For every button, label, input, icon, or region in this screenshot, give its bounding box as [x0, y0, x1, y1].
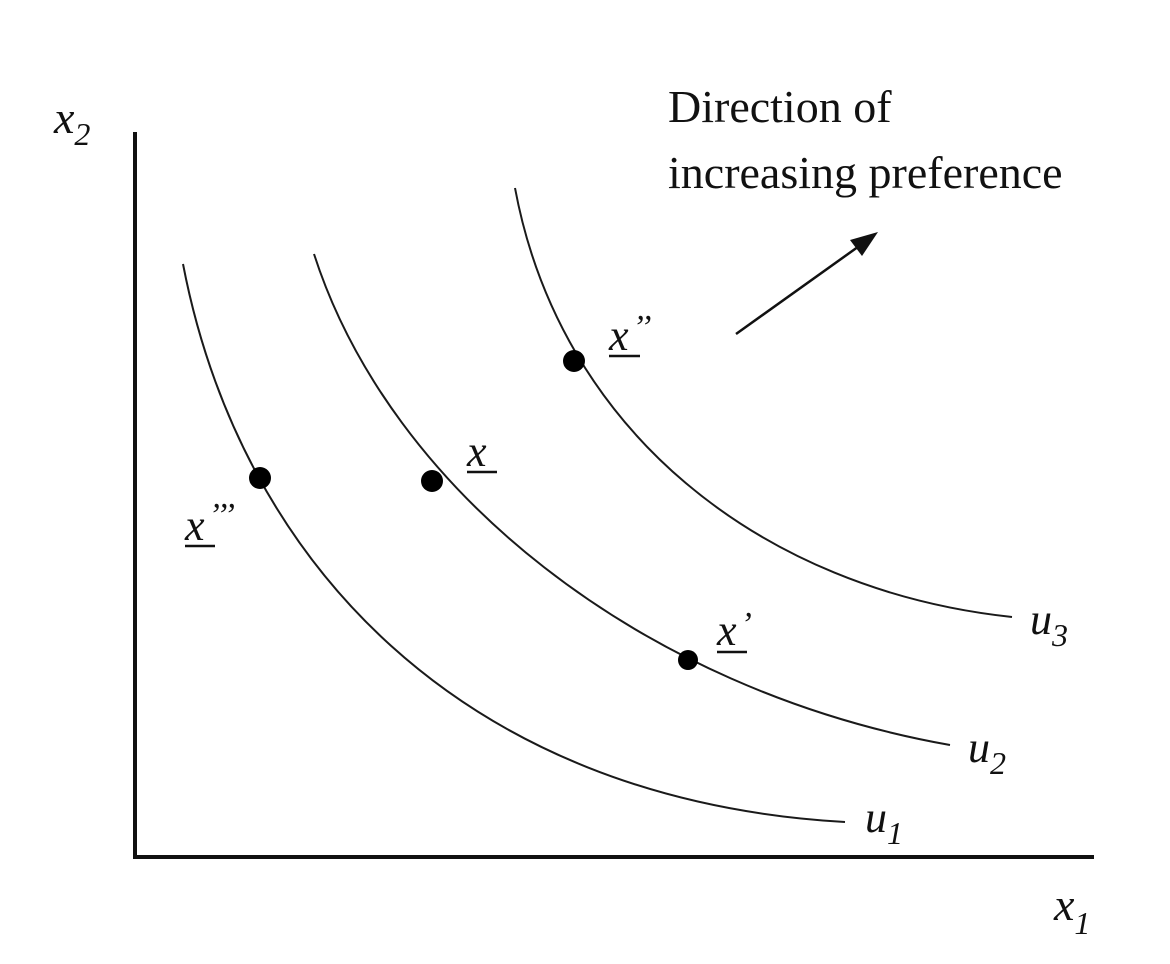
- annotation-line-1: Direction of: [668, 81, 892, 132]
- svg-text:x’’: x’’: [608, 309, 651, 360]
- curve-label-u2: u2: [968, 723, 1006, 781]
- point-label-x-triple-prime: x’’’: [184, 497, 235, 550]
- y-axis-label: x2: [53, 92, 90, 152]
- point-label-x-double-prime: x’’: [608, 309, 651, 360]
- svg-text:x’: x’: [716, 606, 752, 655]
- indifference-curve-u3: [514, 187, 1013, 618]
- annotation-line-2: increasing preference: [668, 147, 1063, 198]
- curve-label-u3: u3: [1030, 595, 1068, 653]
- arrowhead-icon: [850, 232, 878, 256]
- indifference-curve-u1: [182, 263, 846, 823]
- direction-arrow: [735, 232, 878, 336]
- svg-text:x’’’: x’’’: [184, 497, 235, 550]
- curve-label-u1: u1: [865, 793, 903, 851]
- indifference-curve-u2: [313, 253, 951, 746]
- point-x-double-prime: [563, 350, 585, 372]
- point-x: [421, 470, 443, 492]
- point-label-x-prime: x’: [716, 606, 752, 655]
- point-label-x: x: [466, 427, 497, 476]
- x-axis-label: x1: [1053, 879, 1090, 941]
- svg-text:x: x: [466, 427, 487, 476]
- point-x-triple-prime: [249, 467, 271, 489]
- point-x-prime: [678, 650, 698, 670]
